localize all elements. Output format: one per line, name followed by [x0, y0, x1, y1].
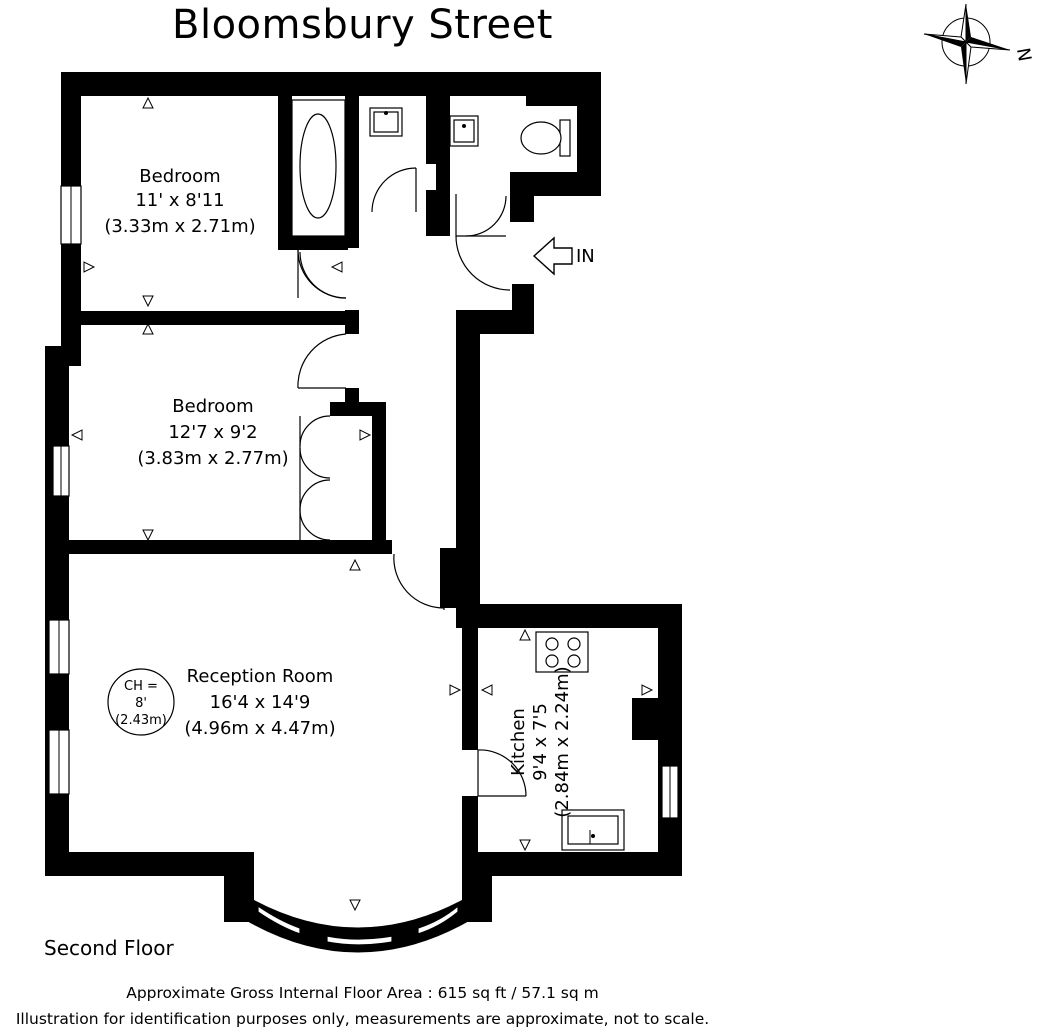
bathroom-fixtures	[291, 96, 577, 237]
entrance-arrow-icon	[532, 236, 573, 276]
kitchen-fixtures	[535, 631, 625, 851]
compass-north-label: N	[1012, 46, 1035, 63]
room-dimensions-metric: (2.84m x 2.24m)	[552, 666, 573, 817]
room-bedroom-1: Bedroom 11' x 8'11 (3.33m x 2.71m)	[104, 166, 255, 237]
room-name: Kitchen	[508, 708, 529, 776]
room-dimensions-metric: (3.83m x 2.77m)	[137, 448, 288, 469]
plan-title: Bloomsbury Street	[172, 2, 553, 48]
room-name: Reception Room	[187, 666, 334, 687]
room-kitchen: Kitchen 9'4 x 7'5 (2.84m x 2.24m)	[508, 666, 573, 817]
ceiling-height-badge: CH = 8' (2.43m)	[107, 668, 175, 736]
room-dimensions-imperial: 9'4 x 7'5	[530, 703, 551, 781]
room-name: Bedroom	[139, 166, 220, 187]
ceiling-height-line1: CH =	[124, 679, 158, 694]
measurement-markers	[70, 96, 654, 912]
room-dimensions-imperial: 11' x 8'11	[135, 190, 224, 211]
bay-window	[245, 895, 471, 953]
room-dimensions-imperial: 12'7 x 9'2	[168, 422, 257, 443]
internal-walls	[69, 96, 662, 876]
ceiling-height-line2: 8'	[135, 696, 147, 711]
disclaimer-text: Illustration for identification purposes…	[15, 1010, 710, 1028]
room-bedroom-2: Bedroom 12'7 x 9'2 (3.83m x 2.77m)	[137, 396, 288, 469]
room-dimensions-metric: (4.96m x 4.47m)	[184, 718, 335, 739]
doors	[297, 167, 527, 797]
floor-label: Second Floor	[44, 936, 174, 960]
room-dimensions-metric: (3.33m x 2.71m)	[104, 216, 255, 237]
compass-icon	[923, 3, 1011, 85]
entrance-label: IN	[576, 246, 595, 267]
floor-area-note: Approximate Gross Internal Floor Area : …	[126, 984, 599, 1002]
room-reception: Reception Room 16'4 x 14'9 (4.96m x 4.47…	[184, 666, 335, 739]
room-dimensions-imperial: 16'4 x 14'9	[210, 692, 311, 713]
windows	[48, 185, 679, 819]
room-name: Bedroom	[172, 396, 253, 417]
ceiling-height-line3: (2.43m)	[115, 713, 167, 728]
